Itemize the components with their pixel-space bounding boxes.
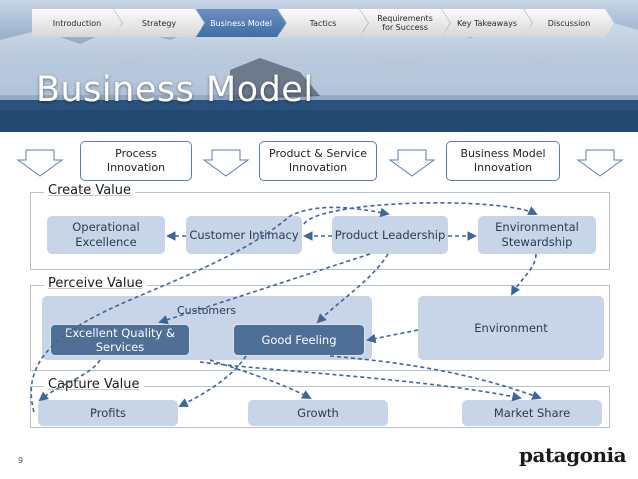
perceive-value-label: Perceive Value xyxy=(44,276,147,291)
glacier-photo xyxy=(0,18,638,132)
header-banner: Business Model xyxy=(0,0,638,132)
product-service-innovation-box: Product & Service Innovation xyxy=(259,141,377,181)
growth-box: Growth xyxy=(248,400,388,426)
operational-excellence-box: Operational Excellence xyxy=(47,216,165,254)
nav-step-tactics[interactable]: Tactics xyxy=(278,9,368,37)
market-share-box: Market Share xyxy=(462,400,602,426)
nav-step-key-takeaways[interactable]: Key Takeaways xyxy=(442,9,532,37)
down-arrow-1 xyxy=(16,149,64,177)
nav-step-strategy[interactable]: Strategy xyxy=(114,9,204,37)
capture-value-label: Capture Value xyxy=(44,377,144,392)
slide-number: 9 xyxy=(18,456,24,465)
page-title: Business Model xyxy=(36,70,314,110)
process-innovation-box: Process Innovation xyxy=(80,141,192,181)
down-arrow-3 xyxy=(388,149,436,177)
environment-box: Environment xyxy=(418,296,604,360)
nav-step-introduction[interactable]: Introduction xyxy=(32,9,122,37)
patagonia-logo: patagonia xyxy=(519,443,627,467)
progress-nav: Introduction Strategy Business Model Tac… xyxy=(32,9,602,37)
nav-step-requirements[interactable]: Requirements for Success xyxy=(360,9,450,37)
nav-step-business-model[interactable]: Business Model xyxy=(196,9,286,37)
good-feeling-box: Good Feeling xyxy=(233,324,365,356)
customers-label: Customers xyxy=(177,304,237,317)
profits-box: Profits xyxy=(38,400,178,426)
customer-intimacy-box: Customer Intimacy xyxy=(186,216,302,254)
nav-step-discussion[interactable]: Discussion xyxy=(524,9,614,37)
environmental-stewardship-box: Environmental Stewardship xyxy=(478,216,596,254)
product-leadership-box: Product Leadership xyxy=(332,216,448,254)
create-value-label: Create Value xyxy=(44,183,136,198)
down-arrow-4 xyxy=(576,149,624,177)
business-model-innovation-box: Business Model Innovation xyxy=(446,141,560,181)
down-arrow-2 xyxy=(202,149,250,177)
excellent-quality-box: Excellent Quality & Services xyxy=(50,324,190,356)
